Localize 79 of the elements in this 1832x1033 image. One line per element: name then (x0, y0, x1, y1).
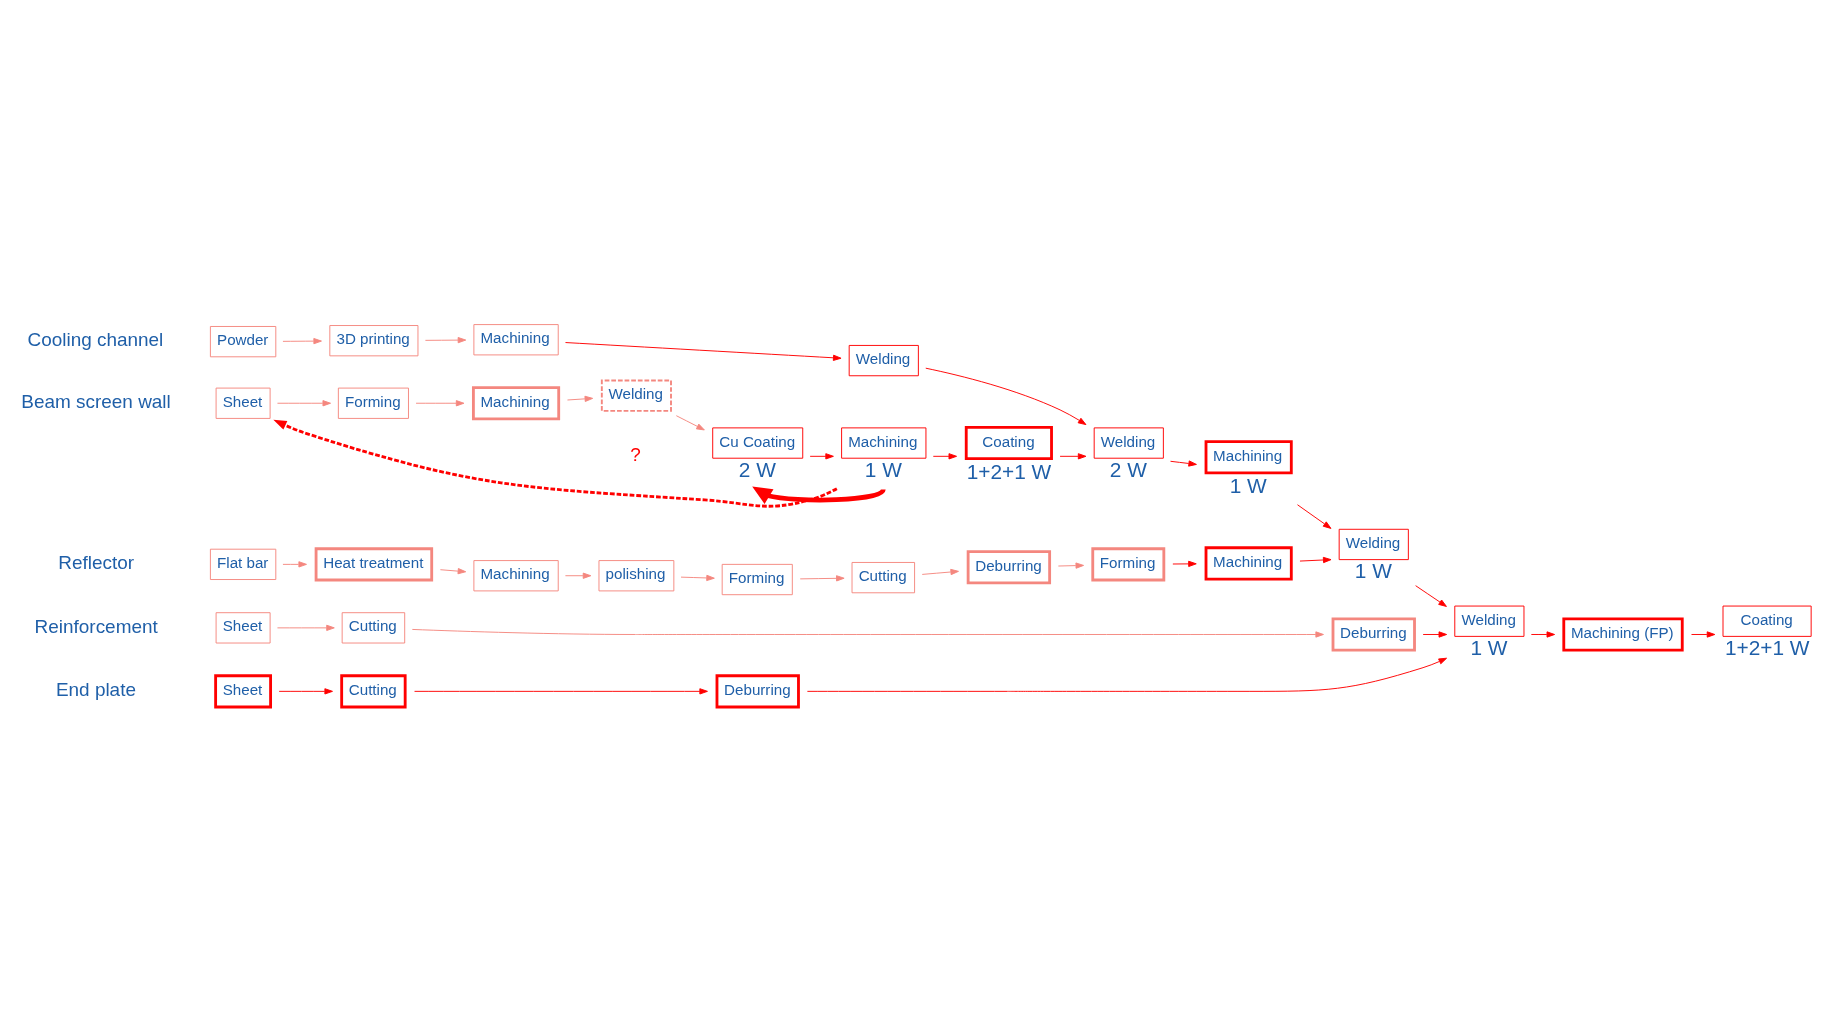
node-box: Deburring (715, 674, 800, 709)
arrow (282, 338, 322, 345)
arrow (1170, 460, 1197, 467)
node-label: 2 W (738, 457, 776, 481)
node-box: Machining (1204, 440, 1293, 475)
node-box: polishing (598, 560, 675, 592)
node-box: Machining (841, 427, 927, 459)
arrow (1415, 585, 1447, 607)
arrow (1299, 556, 1332, 564)
arrow (1530, 631, 1556, 638)
node-label: 2 W (1109, 457, 1147, 481)
node-box: Welding (848, 344, 919, 377)
arrow (273, 419, 838, 508)
arrow (276, 400, 331, 407)
node-box: Machining (471, 386, 561, 421)
node-box: Welding (1338, 528, 1409, 561)
arrow (565, 342, 842, 361)
node-box: Cutting (851, 562, 916, 594)
arrow (925, 367, 1087, 426)
node-box: Heat treatment (314, 547, 434, 582)
node-box: Welding (1454, 605, 1525, 637)
arrow (282, 561, 307, 568)
node-label: 1+2+1 W (1724, 635, 1810, 659)
arrow (415, 400, 465, 407)
label: Cooling channel (27, 329, 164, 351)
arrow (675, 415, 705, 431)
arrow (1057, 562, 1085, 569)
arrow (424, 337, 467, 344)
arrow (1059, 453, 1087, 460)
arrow (680, 574, 715, 582)
node-label: 1 W (1354, 559, 1392, 583)
arrow (1422, 631, 1448, 638)
arrow (414, 688, 708, 695)
node-box: Sheet (214, 674, 272, 709)
node-box: Flat bar (209, 548, 277, 580)
arrow (278, 688, 333, 695)
node-box: Cutting (340, 674, 407, 709)
arrow (567, 395, 594, 402)
node-label: 1 W (1229, 473, 1267, 497)
arrow (932, 453, 958, 460)
node-box: Coating (964, 426, 1053, 461)
node-box: Cutting (341, 612, 406, 644)
arrow (1297, 504, 1332, 529)
node-box: Forming (1091, 547, 1166, 582)
arrow (276, 624, 335, 631)
arrow (1691, 631, 1716, 638)
node-box: Machining (473, 560, 559, 592)
node-box: Deburring (966, 550, 1052, 585)
node-label: 1+2+1 W (966, 459, 1052, 483)
node-box: Welding (1093, 427, 1164, 459)
node-box: Machining (473, 324, 559, 356)
label: ? (630, 444, 641, 466)
arrow (411, 628, 1324, 638)
arrow (809, 453, 834, 460)
node-box: Forming (721, 563, 793, 596)
node-box: Welding (600, 379, 672, 412)
node-label: 1 W (864, 457, 902, 481)
node-box: Deburring (1331, 617, 1416, 652)
node-label: 1 W (1470, 635, 1508, 659)
arrow (799, 575, 845, 582)
node-box: Coating (1722, 605, 1812, 637)
node-box: Sheet (215, 612, 271, 644)
node-box: 3D printing (329, 325, 419, 357)
node-box: Machining (1204, 546, 1293, 581)
label: Reflector (58, 552, 135, 574)
node-box: Powder (209, 326, 277, 358)
arrow (439, 568, 467, 575)
label: Reinforcement (34, 615, 158, 637)
node-box: Sheet (215, 387, 271, 419)
arrow (564, 572, 592, 579)
arrow (1172, 560, 1197, 567)
arrow (806, 657, 1448, 692)
arrow (752, 486, 886, 504)
node-box: Machining (FP) (1562, 617, 1684, 652)
node-box: Cu Coating (712, 427, 804, 459)
label: Beam screen wall (21, 390, 171, 412)
label: End plate (55, 679, 136, 701)
node-box: Forming (337, 387, 409, 419)
arrow (921, 568, 959, 576)
